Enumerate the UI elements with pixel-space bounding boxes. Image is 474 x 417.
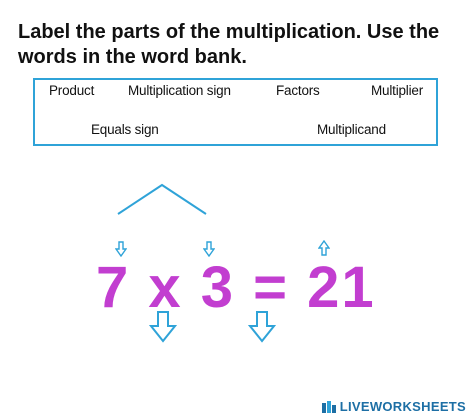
arrow-down-operator-icon (149, 311, 177, 343)
word-equals-sign[interactable]: Equals sign (91, 122, 159, 137)
multiplication-equation: 7 x 3 = 21 (96, 255, 376, 321)
word-multiplicand[interactable]: Multiplicand (317, 122, 386, 137)
word-factors[interactable]: Factors (276, 83, 320, 98)
arrow-down-right-factor-icon (203, 241, 215, 257)
arrow-up-product-icon (318, 240, 330, 256)
word-multiplication-sign[interactable]: Multiplication sign (128, 83, 231, 98)
operator-sign: x (148, 255, 183, 320)
equals-sign: = (253, 255, 290, 320)
word-bank: Product Multiplication sign Factors Mult… (33, 78, 438, 146)
liveworksheets-logo-icon (321, 400, 336, 413)
result: 21 (307, 255, 376, 320)
instructions-title: Label the parts of the multiplication. U… (18, 21, 440, 68)
left-factor: 7 (96, 255, 131, 320)
arrow-down-left-factor-icon (115, 241, 127, 257)
brand-name: LIVEWORKSHEETS (339, 399, 466, 414)
arrow-down-equals-icon (248, 311, 276, 343)
factors-bracket (117, 183, 207, 215)
right-factor: 3 (200, 255, 236, 320)
word-product[interactable]: Product (49, 83, 95, 98)
word-multiplier[interactable]: Multiplier (371, 83, 424, 98)
brand-footer: LIVEWORKSHEETS (321, 399, 466, 414)
